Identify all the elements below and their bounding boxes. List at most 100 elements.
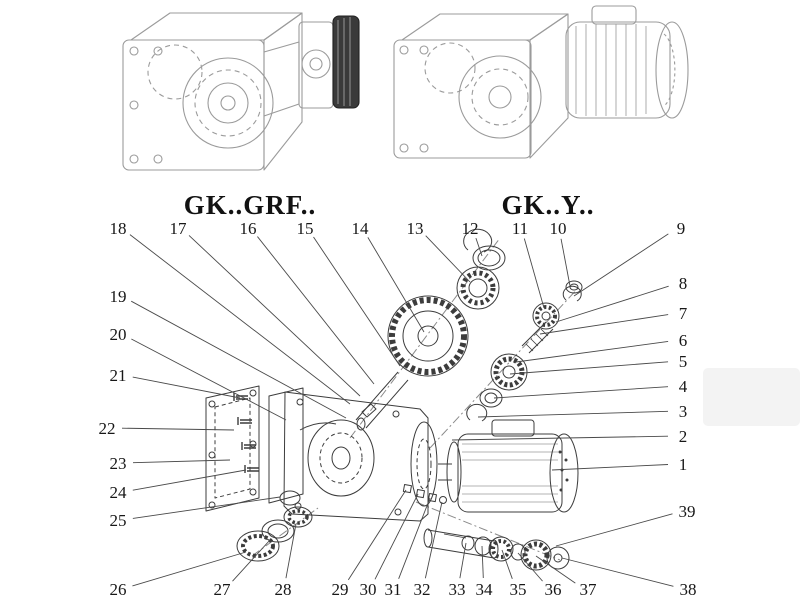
spacer-36	[510, 543, 526, 561]
leader-line-18	[129, 234, 351, 405]
part-number-label-9: 9	[677, 219, 686, 238]
washer-33	[461, 535, 475, 551]
part-number-label-11: 11	[512, 219, 528, 238]
leader-line-38	[561, 557, 674, 587]
gkgrf-assembly-drawing	[122, 12, 360, 171]
part-number-label-33: 33	[449, 580, 466, 599]
snap-ring-9	[562, 285, 582, 302]
watermark-patch	[703, 368, 800, 426]
callout-labels: 1234567891011121314151617181920212223242…	[99, 219, 697, 599]
leader-line-24	[132, 469, 247, 491]
part-number-label-21: 21	[110, 366, 127, 385]
leader-line-19	[131, 300, 347, 419]
leader-line-15	[313, 236, 401, 367]
part-number-label-19: 19	[110, 287, 127, 306]
leader-line-10	[560, 238, 571, 287]
main-gear	[387, 295, 469, 377]
part-number-label-6: 6	[679, 331, 688, 350]
large-bearing	[456, 266, 500, 310]
part-number-label-16: 16	[240, 219, 257, 238]
part-number-label-25: 25	[110, 511, 127, 530]
part-number-label-32: 32	[414, 580, 431, 599]
leader-line-17	[188, 235, 361, 397]
part-number-label-4: 4	[679, 377, 688, 396]
leader-line-16	[257, 236, 375, 385]
leader-line-35	[501, 549, 513, 579]
part-number-label-35: 35	[510, 580, 527, 599]
seal-ring	[472, 245, 506, 271]
leader-line-8	[555, 285, 669, 323]
part-number-label-17: 17	[170, 219, 188, 238]
leader-line-26	[132, 551, 247, 587]
part-number-label-37: 37	[580, 580, 598, 599]
leader-line-30	[374, 493, 419, 580]
part-number-label-38: 38	[680, 580, 697, 599]
part-number-label-29: 29	[332, 580, 349, 599]
leader-line-33	[459, 542, 467, 579]
part-number-label-22: 22	[99, 419, 116, 438]
leader-line-6	[515, 340, 669, 363]
bearing-35	[488, 536, 514, 562]
part-number-label-3: 3	[679, 402, 688, 421]
leader-line-1	[551, 464, 669, 471]
mounting-flange-plate	[205, 385, 260, 512]
input-shaft	[355, 371, 409, 431]
part-number-label-2: 2	[679, 427, 688, 446]
output-shaft-assembly	[423, 528, 570, 571]
ring-gear-26	[236, 530, 280, 562]
input-cover-dark	[332, 15, 360, 109]
part-number-label-8: 8	[679, 274, 688, 293]
leader-line-37	[535, 555, 576, 584]
small-bearing-11	[532, 302, 560, 330]
leader-line-12	[475, 237, 483, 257]
part-number-label-12: 12	[462, 219, 479, 238]
leader-line-39	[555, 513, 673, 547]
part-number-label-14: 14	[352, 219, 370, 238]
ring-34	[474, 536, 492, 556]
part-number-label-5: 5	[679, 352, 688, 371]
bearing-28	[283, 506, 313, 528]
part-number-label-23: 23	[110, 454, 127, 473]
leader-line-14	[367, 237, 425, 333]
part-number-label-34: 34	[476, 580, 494, 599]
ring-27	[261, 519, 295, 543]
gky-assembly-drawing	[393, 5, 689, 159]
leader-line-31	[398, 497, 431, 579]
part-number-label-20: 20	[110, 325, 127, 344]
leader-line-32	[424, 501, 443, 579]
leader-line-7	[539, 314, 669, 335]
part-number-label-28: 28	[275, 580, 292, 599]
leader-lines	[121, 233, 674, 587]
leader-line-25	[132, 496, 281, 519]
part-number-label-24: 24	[110, 483, 128, 502]
small-hardware	[402, 484, 447, 504]
part-number-label-39: 39	[679, 502, 696, 521]
leader-line-21	[132, 376, 241, 399]
leader-line-29	[347, 489, 407, 581]
leader-line-27	[232, 539, 271, 582]
leader-line-28	[285, 523, 297, 579]
leader-line-22	[121, 427, 235, 431]
gear-37	[520, 539, 552, 571]
leader-line-4	[493, 386, 669, 399]
part-number-label-31: 31	[385, 580, 402, 599]
motor-drawing	[565, 5, 689, 119]
leader-line-11	[523, 238, 545, 309]
housing-body	[283, 391, 438, 522]
leader-line-5	[509, 361, 669, 375]
part-number-label-7: 7	[679, 304, 688, 323]
model-label-gky: GK..Y..	[501, 190, 595, 220]
retaining-ring-top	[463, 228, 493, 253]
part-number-label-15: 15	[297, 219, 314, 238]
part-number-label-27: 27	[214, 580, 232, 599]
ring-gear-stack	[236, 490, 313, 562]
leader-line-34	[481, 545, 484, 579]
flange-bolts	[233, 393, 259, 473]
bevel-gear	[490, 353, 528, 391]
part-number-label-13: 13	[407, 219, 424, 238]
leader-line-20	[131, 338, 287, 421]
snap-ring-3	[466, 403, 488, 422]
leader-line-23	[132, 459, 231, 464]
